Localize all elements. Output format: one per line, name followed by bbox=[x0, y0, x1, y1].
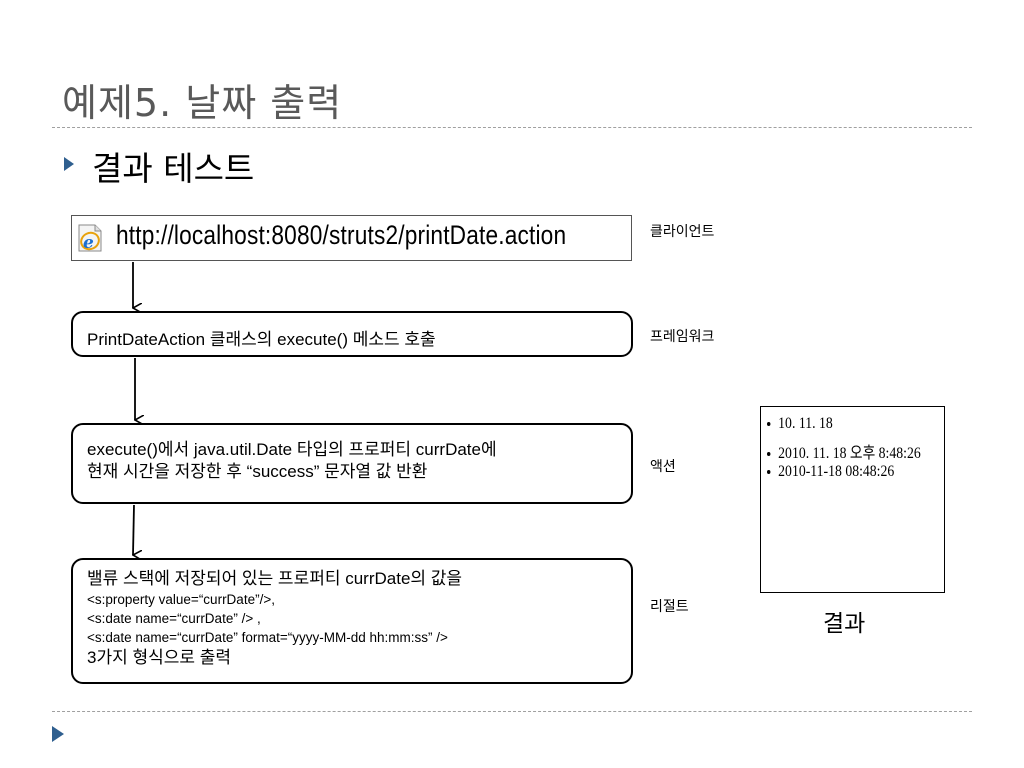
action-step-line-1: execute()에서 java.util.Date 타입의 프로퍼티 curr… bbox=[87, 440, 497, 459]
list-item: 10. 11. 18 bbox=[767, 415, 921, 439]
result-list: 10. 11. 18 2010. 11. 18 오후 8:48:26 2010-… bbox=[767, 415, 946, 487]
result-caption: 결과 bbox=[823, 611, 866, 637]
result-step-line-4: <s:date name=“currDate” format=“yyyy-MM-… bbox=[87, 630, 448, 645]
label-result: 리절트 bbox=[650, 599, 689, 615]
action-step-box: execute()에서 java.util.Date 타입의 프로퍼티 curr… bbox=[71, 423, 633, 504]
list-item: 2010. 11. 18 오후 8:48:26 bbox=[767, 439, 921, 463]
result-step-line-5: 3가지 형식으로 출력 bbox=[87, 648, 232, 667]
label-client: 클라이언트 bbox=[650, 224, 715, 240]
result-step-box: 밸류 스택에 저장되어 있는 프로퍼티 currDate의 값을 <s:prop… bbox=[71, 558, 633, 684]
framework-step-text: PrintDateAction 클래스의 execute() 메소드 호출 bbox=[87, 330, 436, 349]
result-step-line-3: <s:date name=“currDate” /> , bbox=[87, 611, 261, 626]
result-output-box: 10. 11. 18 2010. 11. 18 오후 8:48:26 2010-… bbox=[760, 406, 945, 593]
result-step-line-2: <s:property value=“currDate”/>, bbox=[87, 592, 275, 607]
svg-text:e: e bbox=[83, 233, 94, 253]
action-step-line-2: 현재 시간을 저장한 후 “success” 문자열 값 반환 bbox=[87, 462, 428, 481]
internet-explorer-icon: e bbox=[78, 224, 102, 253]
title-divider bbox=[52, 127, 972, 128]
bullet-text: 결과 테스트 bbox=[92, 149, 255, 188]
bullet-marker-icon bbox=[64, 157, 74, 171]
url-text: http://localhost:8080/struts2/printDate.… bbox=[116, 220, 567, 250]
list-item: 2010-11-18 08:48:26 bbox=[767, 463, 921, 487]
footer-marker-icon bbox=[52, 726, 64, 742]
arrow-action-to-result bbox=[133, 504, 134, 555]
browser-address-bar: e http://localhost:8080/struts2/printDat… bbox=[71, 215, 632, 261]
result-step-line-1: 밸류 스택에 저장되어 있는 프로퍼티 currDate의 값을 bbox=[87, 569, 463, 588]
footer-divider bbox=[52, 711, 972, 712]
framework-step-box: PrintDateAction 클래스의 execute() 메소드 호출 bbox=[71, 311, 633, 357]
slide-title: 예제5. 날짜 출력 bbox=[62, 81, 343, 125]
label-action: 액션 bbox=[650, 459, 676, 475]
label-framework: 프레임워크 bbox=[650, 329, 715, 345]
